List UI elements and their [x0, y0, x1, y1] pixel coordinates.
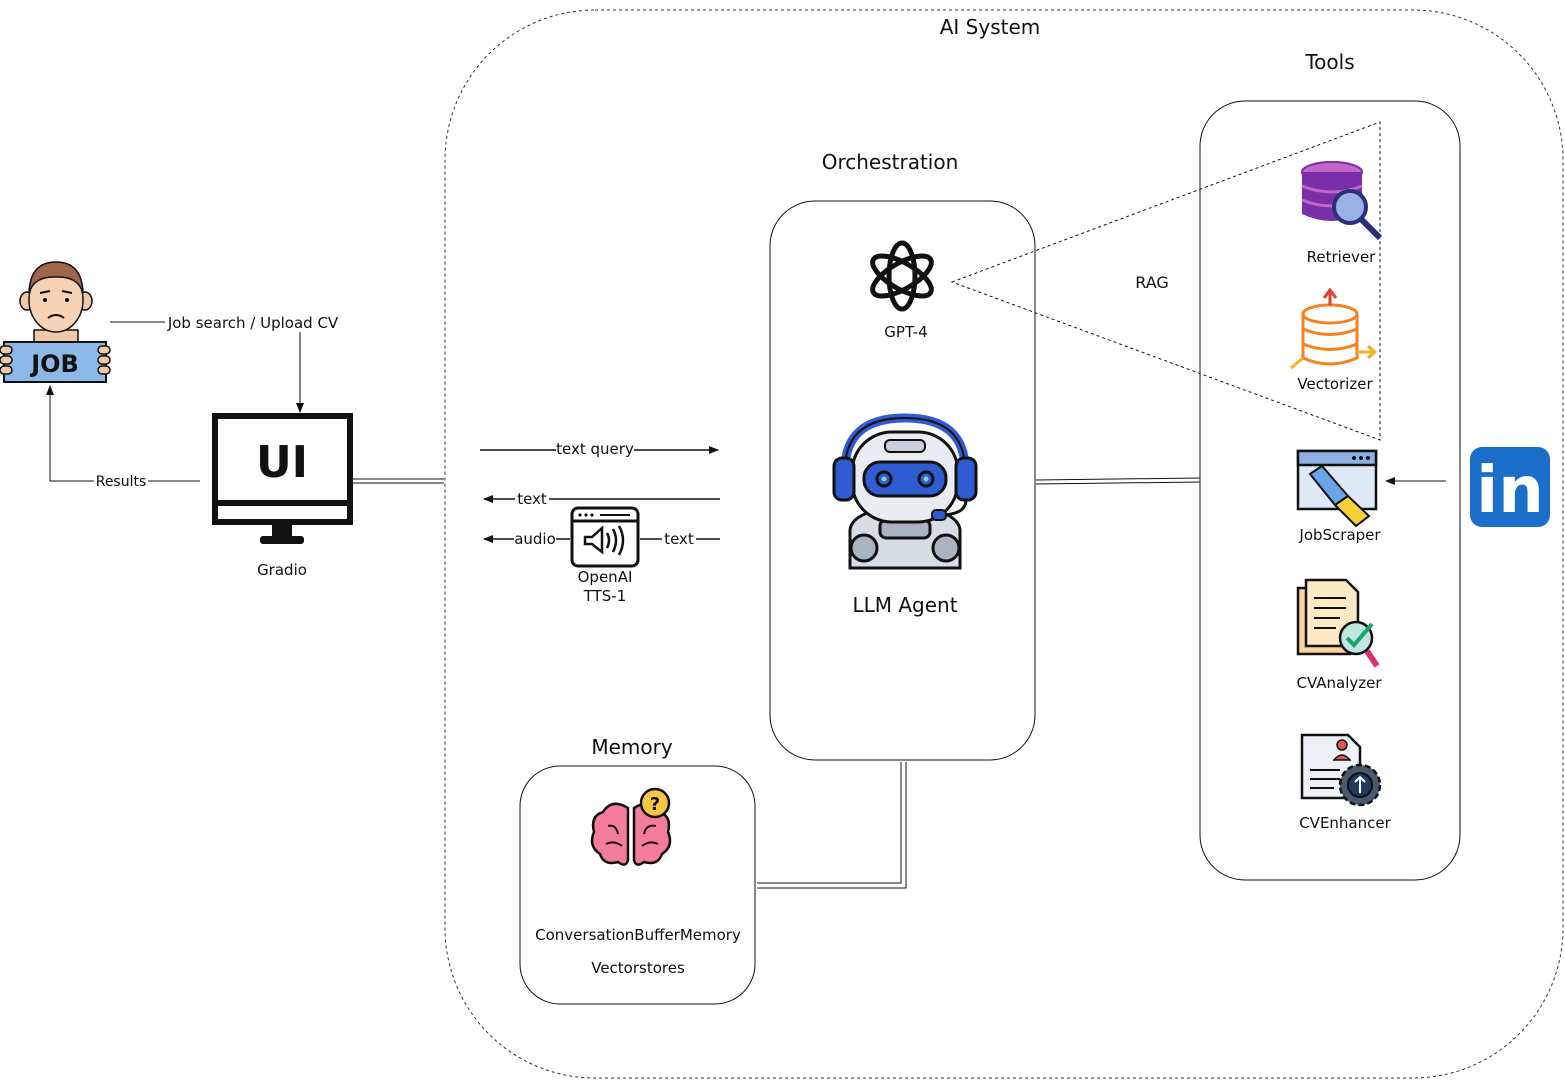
- job-seeker-icon: JOB: [0, 261, 111, 383]
- ui-screen-text: UI: [256, 437, 308, 488]
- llm-agent-label: LLM Agent: [852, 593, 957, 617]
- orchestration-memory-connector: [757, 762, 907, 889]
- memory-title: Memory: [591, 735, 673, 759]
- job-sign-text: JOB: [29, 350, 79, 378]
- job-search-label: Job search / Upload CV: [167, 314, 339, 332]
- orchestration-tools-connector: [1035, 477, 1201, 485]
- results-edge: [46, 385, 200, 482]
- database-vector-icon: [1290, 287, 1378, 370]
- tool-label-jobscraper: JobScraper: [1298, 526, 1381, 544]
- document-gear-icon: [1300, 733, 1382, 807]
- linkedin-logo-icon: in: [1470, 447, 1550, 528]
- job-search-edge: [110, 321, 304, 413]
- robot-agent-icon: [832, 413, 978, 570]
- speaker-window-icon: [570, 506, 640, 568]
- tool-label-vectorizer: Vectorizer: [1297, 375, 1373, 393]
- gpt-label: GPT-4: [884, 323, 927, 341]
- linkedin-logo-text: in: [1476, 454, 1544, 528]
- memory-label-line2: Vectorstores: [591, 959, 685, 977]
- orchestration-title: Orchestration: [822, 150, 959, 174]
- brain-question-icon: ?: [590, 787, 672, 866]
- tts-label-line1: OpenAI: [578, 568, 633, 586]
- results-label: Results: [96, 474, 147, 490]
- memory-label-line1: ConversationBufferMemory: [535, 926, 741, 944]
- tool-label-cvanalyzer: CVAnalyzer: [1296, 674, 1382, 692]
- tool-label-retriever: Retriever: [1307, 248, 1377, 266]
- ui-system-connector: [352, 478, 444, 484]
- database-search-icon: [1301, 161, 1383, 241]
- web-scraper-icon: [1296, 449, 1378, 528]
- text-back-label: text: [517, 490, 547, 508]
- text-tts-label: text: [664, 530, 694, 548]
- rag-region: [950, 121, 1381, 441]
- text-query-label: text query: [556, 440, 634, 458]
- question-mark-glyph: ?: [650, 794, 660, 815]
- ai-system-boundary: [444, 9, 1564, 1079]
- orchestration-container: [769, 200, 1036, 761]
- audio-label: audio: [514, 530, 556, 548]
- gradio-label: Gradio: [257, 561, 307, 579]
- tools-container: [1199, 100, 1461, 881]
- openai-logo-icon: [870, 240, 934, 312]
- ai-system-title: AI System: [940, 15, 1041, 39]
- memory-container: [519, 765, 756, 1005]
- tools-title: Tools: [1304, 50, 1354, 74]
- tts-label-line2: TTS-1: [583, 587, 627, 605]
- document-check-icon: [1296, 578, 1380, 668]
- monitor-ui-icon: UI: [212, 413, 353, 544]
- rag-label: RAG: [1135, 273, 1169, 292]
- tool-label-cvenhancer: CVEnhancer: [1299, 814, 1391, 832]
